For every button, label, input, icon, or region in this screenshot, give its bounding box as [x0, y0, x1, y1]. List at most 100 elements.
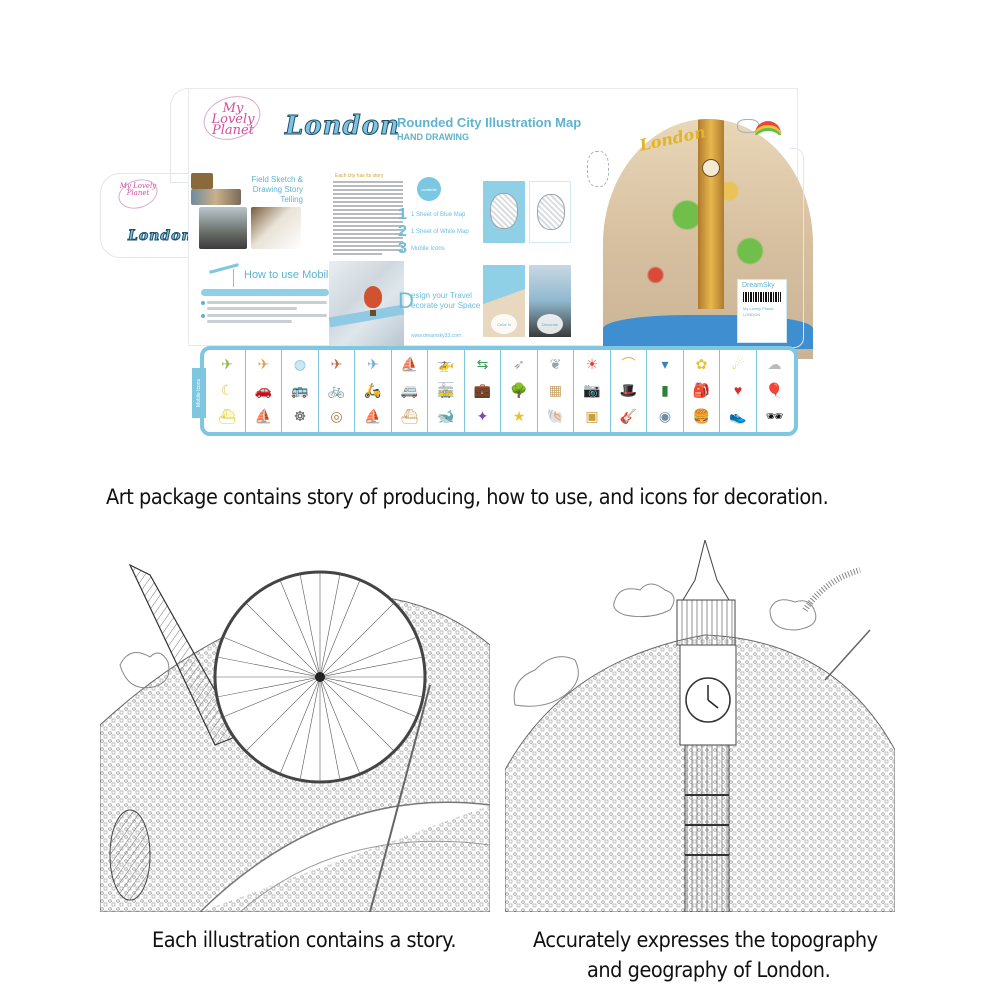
contents-item-1: 1 Sheet of Blue Map — [411, 212, 466, 218]
rainbow-icon — [755, 121, 781, 135]
photo-travel-2 — [191, 189, 241, 205]
whale-icon: 🐋 — [437, 408, 455, 424]
strip-divider — [573, 350, 574, 432]
submarine-icon: ⛴ — [218, 408, 236, 424]
photo-decorate: Decorate — [529, 265, 571, 337]
contents-num-2: 2 — [398, 223, 407, 240]
howto-header-bar — [201, 289, 329, 296]
product-sticker: DreamSky My Lovely Planet LONDON — [737, 279, 787, 343]
website-link[interactable]: www.dreamsky33.com — [411, 333, 462, 339]
cloud-sketch-icon — [587, 151, 609, 187]
sun-icon: ☀ — [585, 356, 599, 372]
photo-color-in: Color in — [483, 265, 525, 337]
color-in-label: Color in — [491, 314, 517, 334]
bird-icon: ❦ — [549, 356, 562, 372]
caption-topography-line-1: Accurately expresses the topography — [533, 928, 878, 952]
bicycle-icon: 🚲 — [327, 382, 346, 398]
paper-plane-icon: ➶ — [513, 356, 525, 372]
contents-num-1: 1 — [398, 206, 407, 223]
guitar-icon: 🎸 — [619, 408, 638, 424]
strip-divider — [536, 350, 538, 432]
strip-divider — [646, 350, 647, 432]
strip-divider — [463, 350, 465, 432]
camera-icon: 📷 — [583, 382, 601, 398]
story-text-block — [333, 181, 403, 257]
slogan-line-1: esign your Travel — [411, 291, 472, 300]
ship-wheel-icon: ☸ — [293, 408, 307, 424]
side-city-logo: London — [128, 228, 193, 245]
strip-divider — [609, 350, 611, 432]
sketch-big-ben — [505, 540, 895, 912]
photo-caption: Field Sketch & Drawing Story Telling — [251, 175, 303, 204]
heart-icon: ♥ — [733, 382, 743, 398]
sticker-brand: DreamSky — [742, 282, 775, 289]
map-icon: ▦ — [548, 382, 563, 398]
strip-divider — [281, 350, 282, 432]
galleon-icon: ⛵ — [254, 408, 273, 424]
blimp-icon: ◍ — [293, 356, 307, 372]
shell-icon: 🐚 — [546, 408, 565, 424]
gems-icon: ✦ — [476, 408, 489, 424]
bullet-icon — [201, 314, 205, 318]
mobile-icons-strip: Mobile Icons ✈✈◍✈✈⛵🚁⇆➶❦☀⌒▾✿☄☁☾🚗🚌🚲🛵🚐🚋💼🌳▦📷… — [192, 346, 798, 436]
caption-story: Each illustration contains a story. — [152, 928, 457, 952]
train-icon: 🚋 — [437, 382, 455, 398]
package-title: Rounded City Illustration Map — [397, 115, 582, 130]
mobile-icon — [209, 263, 239, 274]
big-ben-tower — [698, 119, 724, 309]
moon-icon: ☾ — [220, 382, 234, 398]
strip-divider — [354, 350, 355, 432]
howto-text-line — [207, 307, 297, 310]
mini-blue-map — [483, 181, 525, 243]
photo-artist-outdoor — [199, 207, 247, 249]
mobile-string-icon — [233, 269, 234, 287]
contents-num-3: 3 — [398, 240, 407, 257]
rainbow-icon: ⌒ — [621, 356, 636, 372]
london-eye-sketch-illustration — [100, 563, 490, 912]
caption-package: Art package contains story of producing,… — [106, 485, 829, 509]
bullet-icon — [201, 301, 205, 305]
sticker-city: LONDON — [743, 312, 761, 317]
signpost-icon: ⇆ — [476, 356, 489, 372]
slogan-initial: D — [398, 288, 414, 313]
strip-divider — [390, 350, 392, 432]
side-brand-script: My Lovely Planet — [119, 182, 157, 197]
strip-label: Mobile Icons — [192, 368, 206, 418]
balloon-icon — [364, 286, 382, 308]
barcode-icon — [743, 292, 781, 302]
contents-badge: contents — [417, 177, 441, 201]
contents-item-3: Mobile Icons — [411, 246, 445, 252]
sunglasses-icon: 🕶 — [765, 408, 784, 424]
sketch-london-eye — [100, 555, 490, 912]
package-subtitle: HAND DRAWING — [397, 132, 469, 142]
boat-icon: ⛴ — [400, 408, 419, 424]
photo-travel-1 — [191, 173, 213, 189]
strip-divider — [682, 350, 684, 432]
strip-divider — [317, 350, 319, 432]
howto-text-line — [207, 301, 327, 304]
slogan-line-2: ecorate your Space — [411, 301, 481, 310]
brand-script-logo: My Lovely Planet — [211, 101, 255, 138]
ship-icon: ⛵ — [400, 356, 419, 372]
compass-icon: ◎ — [330, 408, 343, 424]
plane-icon: ✈ — [257, 356, 270, 372]
passport-icon: ▮ — [661, 382, 669, 398]
strip-divider — [719, 350, 720, 432]
biplane-icon: ✈ — [330, 356, 343, 372]
big-ben-clock-icon — [702, 159, 720, 177]
package-main-panel: My Lovely Planet London Rounded City Ill… — [188, 88, 813, 359]
city-logo: London — [285, 111, 400, 142]
bus-icon: 🚌 — [291, 382, 309, 398]
sailboat-icon: ⛵ — [364, 408, 382, 424]
decorate-label: Decorate — [537, 314, 563, 334]
van-icon: 🚐 — [400, 382, 419, 398]
mini-globe-icon — [490, 193, 518, 229]
helicopter-icon: 🚁 — [437, 356, 455, 372]
dieline-right-tab — [790, 148, 804, 348]
comet-icon: ☄ — [731, 356, 745, 372]
hot-air-balloon-icon: 🎈 — [765, 382, 784, 398]
eagle-icon: ▾ — [661, 356, 669, 372]
story-heading: Each city has its story — [335, 173, 384, 179]
airplane-icon: ✈ — [221, 356, 233, 372]
caption-topography-line-2: and geography of London. — [587, 958, 831, 982]
